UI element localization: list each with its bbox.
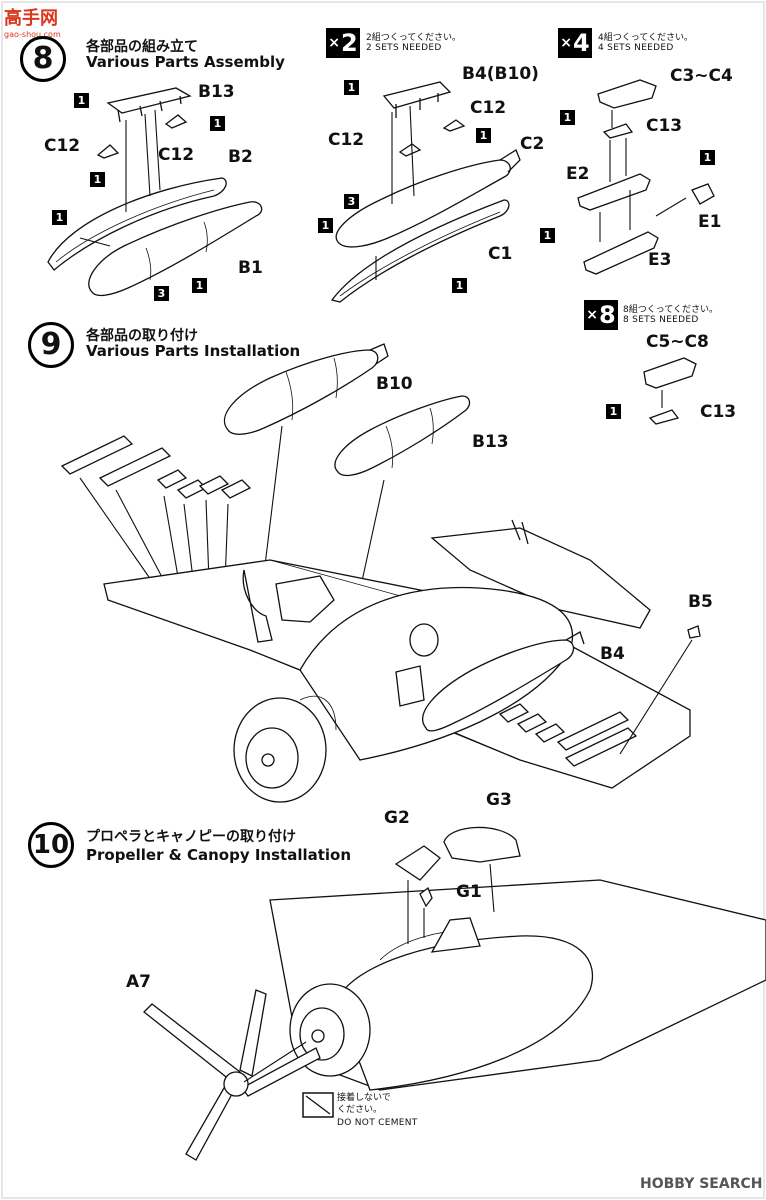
label-c5c8: C5~C8 bbox=[646, 332, 709, 352]
label-g2: G2 bbox=[384, 808, 410, 828]
step-8-title-jp: 各部品の組み立て bbox=[86, 39, 198, 55]
sets-x2-note-jp: 2組つくってください。 bbox=[366, 33, 462, 43]
sets-x2-note-en: 2 SETS NEEDED bbox=[366, 43, 442, 53]
label-c12-right: C12 bbox=[158, 145, 195, 165]
caution-jp: 接着しないでください。 bbox=[337, 1093, 391, 1115]
label-e1: E1 bbox=[698, 212, 722, 232]
step-8-title-en: Various Parts Assembly bbox=[86, 53, 285, 71]
caution-en: DO NOT CEMENT bbox=[337, 1118, 418, 1128]
part-c12-center-drawing bbox=[398, 143, 422, 157]
label-b4b10: B4(B10) bbox=[462, 64, 539, 84]
sets-x2-badge: ×2 bbox=[326, 28, 360, 58]
label-c12-center-left: C12 bbox=[328, 130, 365, 150]
label-b2: B2 bbox=[228, 147, 253, 167]
watermark-top: 高手网 gao-shou.com bbox=[4, 4, 61, 39]
sets-x4-badge: ×4 bbox=[558, 28, 592, 58]
watermark-bottom-text: HOBBY SEARCH bbox=[640, 1176, 763, 1192]
part-c12-left-drawing bbox=[96, 144, 120, 159]
part-c13-drawing bbox=[602, 123, 634, 139]
label-c13: C13 bbox=[646, 116, 683, 136]
label-b10: B10 bbox=[376, 374, 413, 394]
label-g1: G1 bbox=[456, 882, 482, 902]
part-g1-drawing bbox=[419, 886, 433, 908]
flag-1: 1 bbox=[344, 80, 359, 95]
flag-1: 1 bbox=[74, 93, 89, 108]
step-9-title-jp: 各部品の取り付け bbox=[86, 328, 198, 344]
flag-1: 1 bbox=[192, 278, 207, 293]
drop-tank-b10-drawing bbox=[223, 343, 389, 435]
label-c12-left: C12 bbox=[44, 136, 81, 156]
label-b13: B13 bbox=[198, 82, 235, 102]
part-b5-drawing bbox=[687, 625, 701, 639]
label-b4: B4 bbox=[600, 644, 625, 664]
flag-3: 3 bbox=[154, 286, 169, 301]
part-e1-drawing bbox=[691, 183, 715, 205]
pylon-b4-drawing bbox=[382, 81, 452, 118]
rack-c5c8-drawing bbox=[643, 357, 697, 389]
flag-1: 1 bbox=[560, 110, 575, 125]
under-wing-tank-drawing bbox=[422, 631, 585, 732]
flag-1: 1 bbox=[452, 278, 467, 293]
aircraft-fuselage-drawing bbox=[233, 569, 574, 803]
label-a7: A7 bbox=[126, 972, 151, 992]
watermark-bottom: HOBBY SEARCH bbox=[640, 1176, 762, 1192]
part-c13-x8-drawing bbox=[648, 409, 680, 425]
canopy-g3-drawing bbox=[443, 826, 521, 863]
sets-x4-note-jp: 4組つくってください。 bbox=[598, 33, 694, 43]
rack-c3c4-drawing bbox=[597, 79, 657, 109]
label-c13-x8: C13 bbox=[700, 402, 737, 422]
step-10-title-en: Propeller & Canopy Installation bbox=[86, 846, 352, 864]
flag-1: 1 bbox=[90, 172, 105, 187]
watermark-top-sub: gao-shou.com bbox=[4, 30, 61, 39]
part-c12-right-drawing bbox=[164, 114, 188, 129]
label-c1: C1 bbox=[488, 244, 513, 264]
sets-x8-note-jp: 8組つくってください。 bbox=[623, 305, 719, 315]
flag-1: 1 bbox=[606, 404, 621, 419]
propeller-a7-drawing bbox=[143, 989, 321, 1161]
flag-1: 1 bbox=[210, 116, 225, 131]
drop-tank-c1-c2-drawing bbox=[330, 149, 521, 303]
flag-1: 1 bbox=[540, 228, 555, 243]
sets-x4-note-en: 4 SETS NEEDED bbox=[598, 43, 674, 53]
label-c12-center-right: C12 bbox=[470, 98, 507, 118]
step-9-title-en: Various Parts Installation bbox=[86, 342, 301, 360]
step-9-badge: 9 bbox=[28, 322, 74, 368]
step-8-badge: 8 bbox=[20, 36, 66, 82]
sets-x8-number: 8 bbox=[599, 301, 616, 329]
label-g3: G3 bbox=[486, 790, 512, 810]
drop-tank-b1-b2-drawing bbox=[47, 177, 263, 297]
rack-e2-e3-drawing bbox=[577, 173, 659, 275]
flag-1: 1 bbox=[318, 218, 333, 233]
sets-x2-number: 2 bbox=[341, 29, 358, 57]
flag-3: 3 bbox=[344, 194, 359, 209]
label-c3c4: C3~C4 bbox=[670, 66, 733, 86]
step-10-title-jp: プロペラとキャノピーの取り付け bbox=[86, 829, 296, 845]
step-10-badge: 10 bbox=[28, 822, 74, 868]
label-e2: E2 bbox=[566, 164, 590, 184]
canopy-frame-drawing bbox=[394, 845, 481, 953]
rack-b13-drawing bbox=[106, 87, 192, 123]
label-c2: C2 bbox=[520, 134, 545, 154]
sets-x8-note-en: 8 SETS NEEDED bbox=[623, 315, 699, 325]
part-c12-upper-drawing bbox=[442, 119, 466, 132]
sets-x4-number: 4 bbox=[573, 29, 590, 57]
sets-x8-badge: ×8 bbox=[584, 300, 618, 330]
label-b13-step9: B13 bbox=[472, 432, 509, 452]
rockets-left-drawing bbox=[60, 435, 252, 499]
drop-tank-b13-drawing bbox=[334, 395, 471, 477]
flag-1: 1 bbox=[476, 128, 491, 143]
flag-1: 1 bbox=[52, 210, 67, 225]
watermark-top-text: 高手网 bbox=[4, 8, 58, 29]
aircraft-nose-drawing bbox=[269, 879, 766, 1091]
label-e3: E3 bbox=[648, 250, 672, 270]
label-b5: B5 bbox=[688, 592, 713, 612]
label-b1: B1 bbox=[238, 258, 263, 278]
rockets-right-drawing bbox=[498, 703, 638, 767]
flag-1: 1 bbox=[700, 150, 715, 165]
